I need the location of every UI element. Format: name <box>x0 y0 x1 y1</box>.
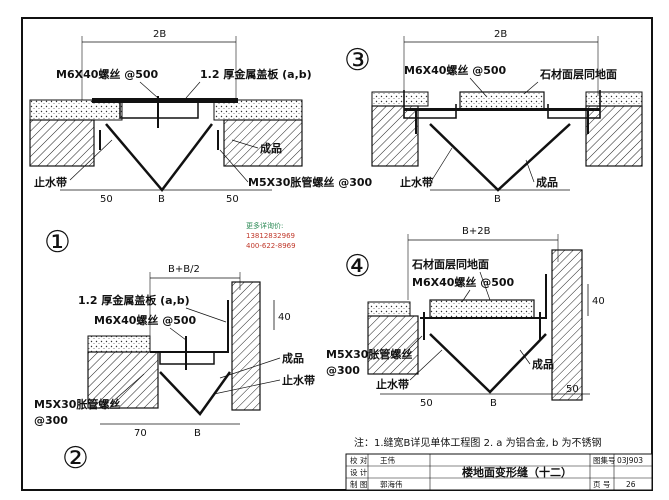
title-block-atlas-value: 03J903 <box>617 456 643 465</box>
contact-info: 更多详询价: 13812832969 400-622-8969 <box>246 221 296 250</box>
detail-2-side-dim: 40 <box>278 312 291 323</box>
detail-2-anchor-label-2: @300 <box>34 414 68 427</box>
detail-2-waterstop-label: 止水带 <box>282 373 315 387</box>
contact-line-1: 更多详询价: <box>246 221 283 230</box>
detail-4-waterstop-label: 止水带 <box>376 377 409 391</box>
detail-4-bolt-label: M6X40螺丝 @500 <box>412 275 515 289</box>
detail-4-wall <box>551 249 583 401</box>
title-block-row2-label: 设 计 <box>350 467 368 477</box>
detail-3-stone-insert <box>459 91 545 111</box>
detail-1-dim-mid: B <box>158 194 165 205</box>
drawing-note: 注：1.缝宽B详见单体工程图 2. a 为铝合金, b 为不锈钢 <box>354 436 602 449</box>
detail-4-dim-mid: B <box>490 398 497 409</box>
detail-3: 2B B M6X40螺丝 @500 石材面层同地面 成品 止水带 ③ <box>344 29 643 205</box>
detail-4-anchor-label-1: M5X30胀管螺丝 <box>326 347 412 361</box>
title-block-sign-1: 王伟 <box>380 455 395 465</box>
contact-line-3: 400-622-8969 <box>246 242 296 250</box>
detail-4-number: ④ <box>344 249 371 284</box>
detail-2-anchor-label-1: M5X30胀管螺丝 <box>34 397 120 411</box>
detail-2-wall <box>231 281 261 411</box>
detail-2-dim-left: 70 <box>134 428 147 439</box>
detail-2-dim-mid: B <box>194 428 201 439</box>
detail-2-number: ② <box>62 441 89 476</box>
title-block-sign-2: 郭海伟 <box>380 479 403 489</box>
detail-3-waterstop-label: 止水带 <box>400 175 433 189</box>
detail-1-cover-plate <box>92 98 238 103</box>
title-block-row3-label: 制 图 <box>350 479 367 489</box>
detail-4-stone-insert <box>429 299 535 319</box>
detail-2: B+B/2 40 70 B 1.2 厚金属盖板 (a,b) M6X40螺丝 @5… <box>34 264 315 476</box>
detail-1: 2B 50 B 50 M6X40螺丝 @500 1.2 厚金属盖板 (a,b) … <box>29 29 373 260</box>
detail-3-dim-mid: B <box>494 194 501 205</box>
detail-3-bolt-label: M6X40螺丝 @500 <box>404 63 507 77</box>
detail-4-anchor-label-2: @300 <box>326 364 360 377</box>
detail-4-side-dim: 40 <box>592 296 605 307</box>
title-block: 校 对 设 计 制 图 王伟 郭海伟 楼地面变形缝（十二） 图集号 03J903… <box>345 453 653 491</box>
detail-4-dim-right: 50 <box>566 384 579 395</box>
detail-2-plate-label: 1.2 厚金属盖板 (a,b) <box>78 293 190 307</box>
detail-1-dim-left: 50 <box>100 194 113 205</box>
contact-line-2: 13812832969 <box>246 232 295 240</box>
detail-4-dim-left: 50 <box>420 398 433 409</box>
detail-4: B+2B 40 50 B 50 石材面层同地面 M6X40螺丝 @500 M5X… <box>326 226 605 409</box>
detail-2-width-dim: B+B/2 <box>168 264 200 275</box>
detail-3-stone-label: 石材面层同地面 <box>539 67 617 81</box>
detail-1-dim-right: 50 <box>226 194 239 205</box>
detail-1-plate-label: 1.2 厚金属盖板 (a,b) <box>200 67 312 81</box>
sheet-border <box>21 17 653 491</box>
detail-2-waterstop <box>159 371 232 416</box>
detail-4-stone-label: 石材面层同地面 <box>411 257 489 271</box>
detail-4-width-dim: B+2B <box>462 226 491 237</box>
detail-1-waterstop-label: 止水带 <box>34 175 67 189</box>
detail-1-bolt-label: M6X40螺丝 @500 <box>56 67 159 81</box>
detail-3-width-dim: 2B <box>494 29 507 40</box>
drawing-title: 楼地面变形缝（十二） <box>462 465 572 479</box>
detail-4-waterstop <box>429 333 547 394</box>
detail-2-bolt-label: M6X40螺丝 @500 <box>94 313 197 327</box>
title-block-page-label: 页 号 <box>593 480 610 489</box>
detail-4-finished-label: 成品 <box>532 357 554 371</box>
detail-1-waterstop <box>105 123 213 192</box>
detail-1-number: ① <box>44 225 71 260</box>
title-block-page-value: 26 <box>626 480 636 489</box>
detail-1-width-dim: 2B <box>153 29 166 40</box>
detail-2-finished-label: 成品 <box>282 351 304 365</box>
title-block-atlas-label: 图集号 <box>593 455 616 465</box>
title-block-row1-label: 校 对 <box>350 455 368 465</box>
detail-3-number: ③ <box>344 43 371 78</box>
detail-1-anchor-label: M5X30胀管螺丝 @300 <box>248 175 373 189</box>
detail-1-finished-label: 成品 <box>260 141 282 155</box>
detail-3-finished-label: 成品 <box>536 175 558 189</box>
